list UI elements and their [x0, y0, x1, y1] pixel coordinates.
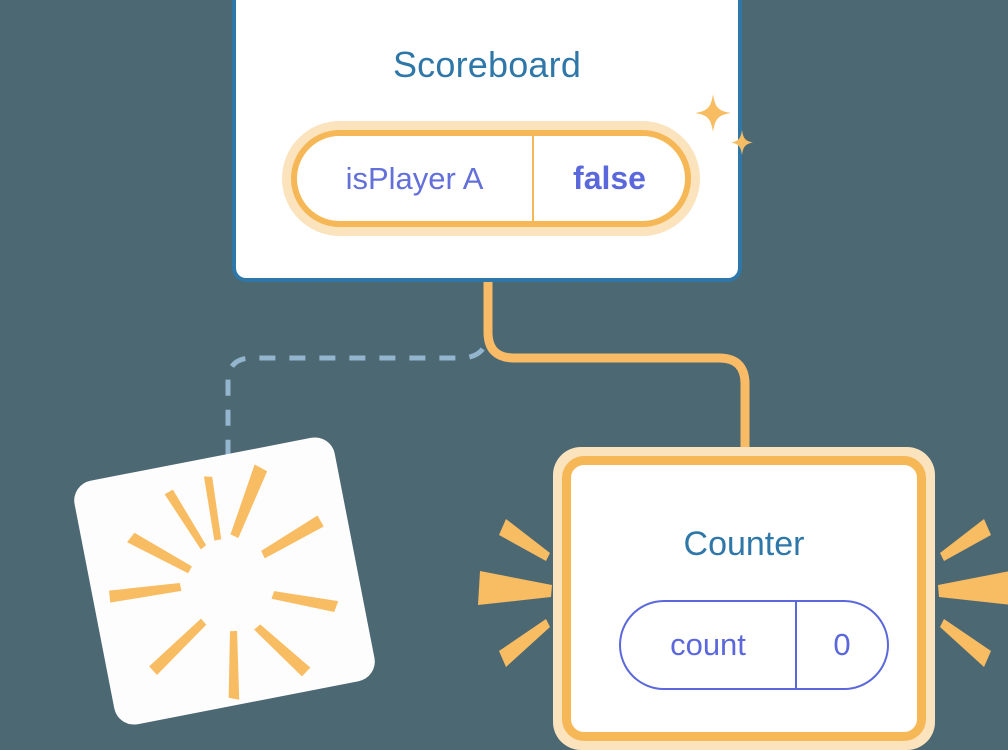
burst-ray	[478, 571, 552, 605]
connector-dashed-to-blank-card	[225, 290, 491, 470]
scoreboard-title: Scoreboard	[392, 44, 582, 85]
counter-card-inner: Counter count 0	[562, 456, 926, 741]
sparkle-icon-small	[731, 130, 753, 155]
counter-state-key: count	[621, 602, 797, 688]
burst-ray	[254, 624, 311, 677]
scoreboard-state-pill[interactable]: isPlayer A false	[282, 121, 700, 236]
burst-ray	[127, 532, 192, 574]
burst-ray	[940, 519, 991, 561]
counter-title: Counter	[683, 525, 805, 563]
burst-ray	[149, 618, 207, 676]
burst-ray	[940, 619, 991, 667]
counter-card[interactable]: Counter count 0	[553, 447, 935, 750]
connector-solid-to-counter	[483, 282, 750, 462]
burst-ray	[271, 591, 339, 613]
scoreboard-state-pill-inner: isPlayer A false	[291, 130, 691, 227]
counter-state-pill[interactable]: count 0	[619, 600, 889, 690]
burst-ray	[109, 582, 182, 603]
counter-burst-left	[478, 519, 552, 667]
sparkle-icon-large	[695, 94, 731, 132]
blank-card-burst	[109, 464, 339, 700]
burst-ray	[230, 464, 268, 538]
burst-ray	[499, 519, 550, 561]
burst-ray	[164, 489, 207, 550]
scoreboard-state-key: isPlayer A	[297, 136, 534, 221]
burst-ray	[228, 630, 240, 700]
scoreboard-state-value: false	[573, 160, 646, 196]
counter-burst-right	[938, 519, 1008, 667]
burst-ray	[261, 515, 324, 559]
sparkle-group	[695, 94, 753, 155]
burst-ray	[203, 476, 222, 541]
burst-ray	[938, 571, 1008, 605]
burst-ray	[499, 619, 550, 667]
counter-state-value: 0	[833, 627, 851, 662]
scoreboard-card[interactable]: Scoreboard isPlayer A false	[232, 0, 753, 282]
